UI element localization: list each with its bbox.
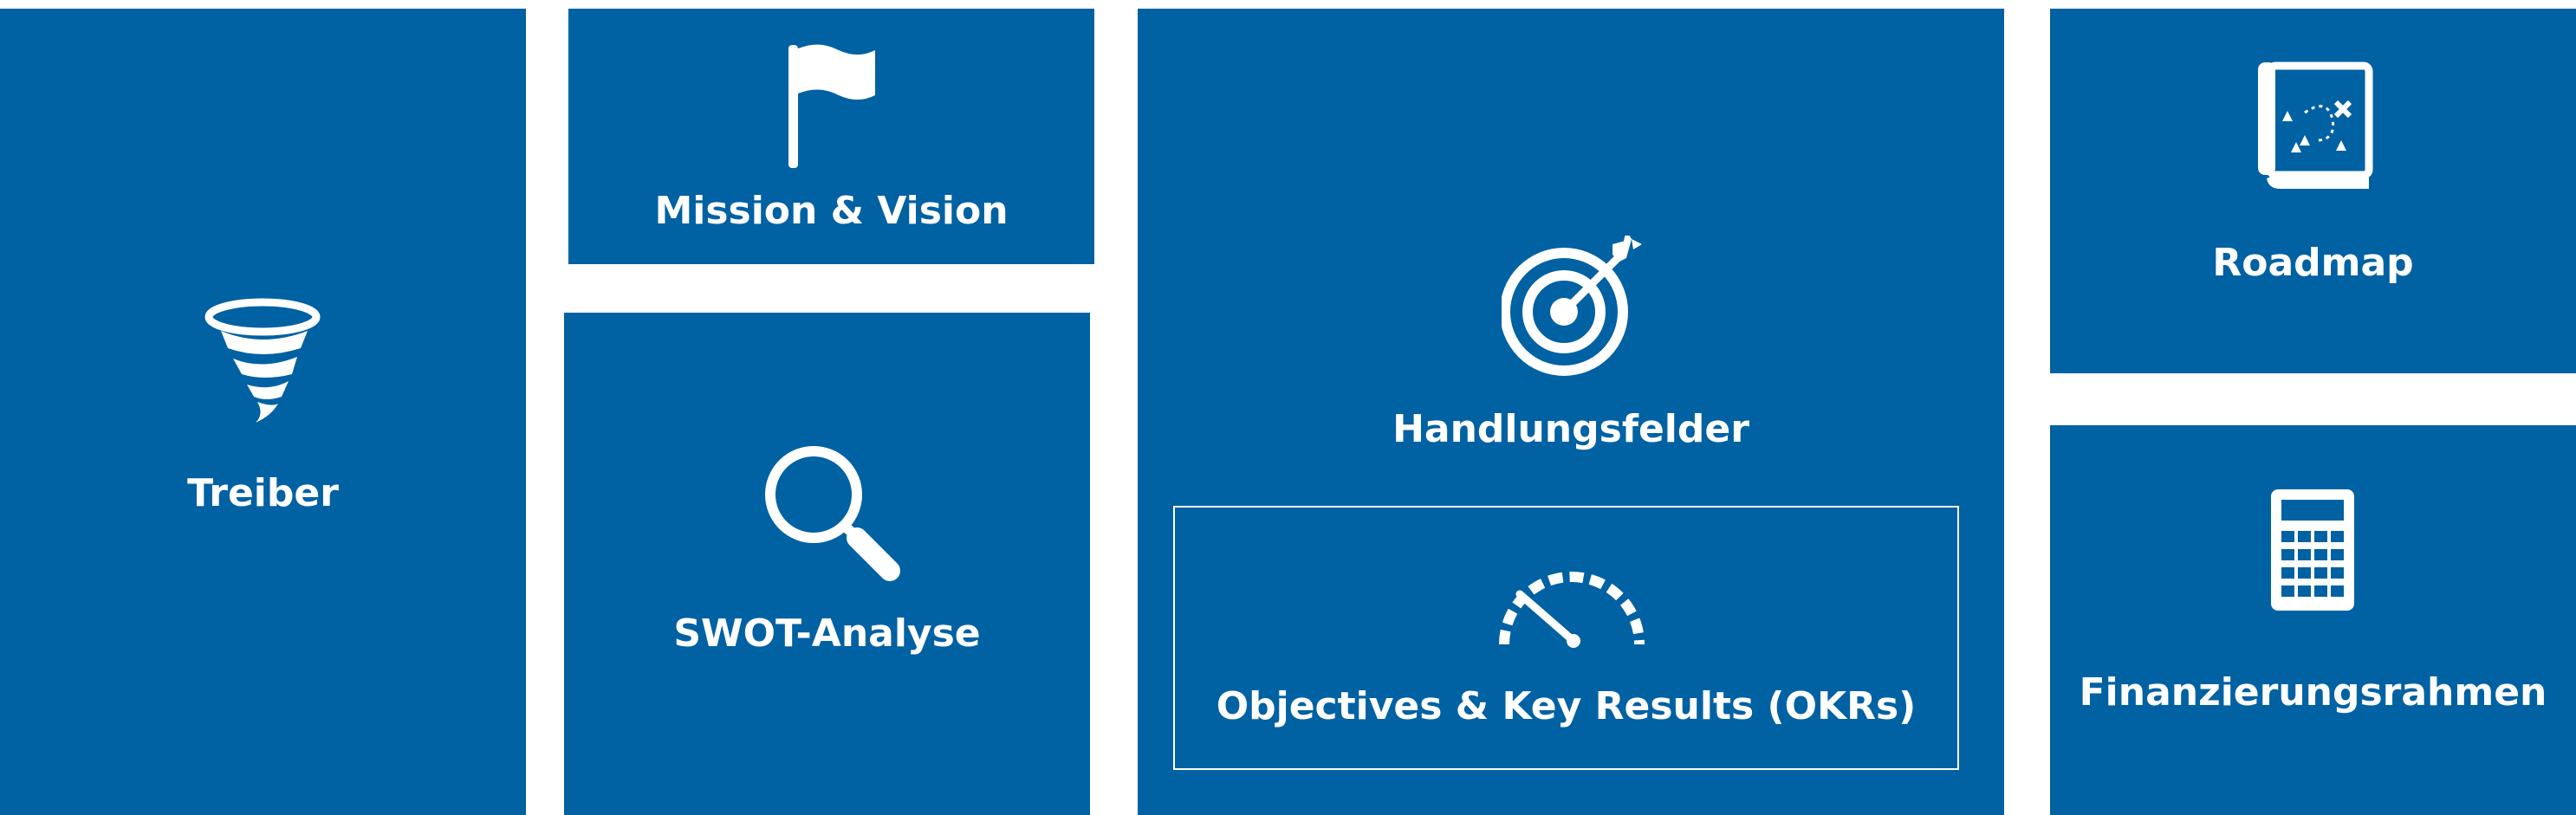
treasure-map-icon [2255, 59, 2376, 197]
calculator-icon [2269, 488, 2356, 613]
tile-label: Objectives & Key Results (OKRs) [1216, 684, 1917, 728]
tile-handlungsfelder[interactable]: Handlungsfelder Objectives & Key Results… [1138, 9, 2004, 815]
target-arrow-icon [1502, 236, 1649, 383]
tile-mission-vision[interactable]: Mission & Vision [568, 9, 1094, 264]
tile-swot-analyse[interactable]: SWOT-Analyse [564, 313, 1090, 815]
tile-label: Treiber [187, 471, 339, 515]
tile-roadmap[interactable]: Roadmap [2050, 9, 2576, 373]
speedometer-icon [1494, 565, 1650, 651]
tile-label: Mission & Vision [654, 189, 1009, 233]
tile-label: Finanzierungsrahmen [2079, 670, 2547, 715]
tile-finanzierungsrahmen[interactable]: Finanzierungsrahmen [2050, 425, 2576, 815]
flag-icon [785, 42, 880, 171]
tile-label: Roadmap [2212, 241, 2414, 285]
tile-okr[interactable]: Objectives & Key Results (OKRs) [1173, 506, 1959, 770]
magnifier-icon [762, 443, 905, 585]
tile-treiber[interactable]: Treiber [0, 9, 526, 815]
tile-label: SWOT-Analyse [673, 611, 981, 656]
tile-label: Handlungsfelder [1392, 407, 1749, 451]
tornado-icon [202, 294, 323, 424]
